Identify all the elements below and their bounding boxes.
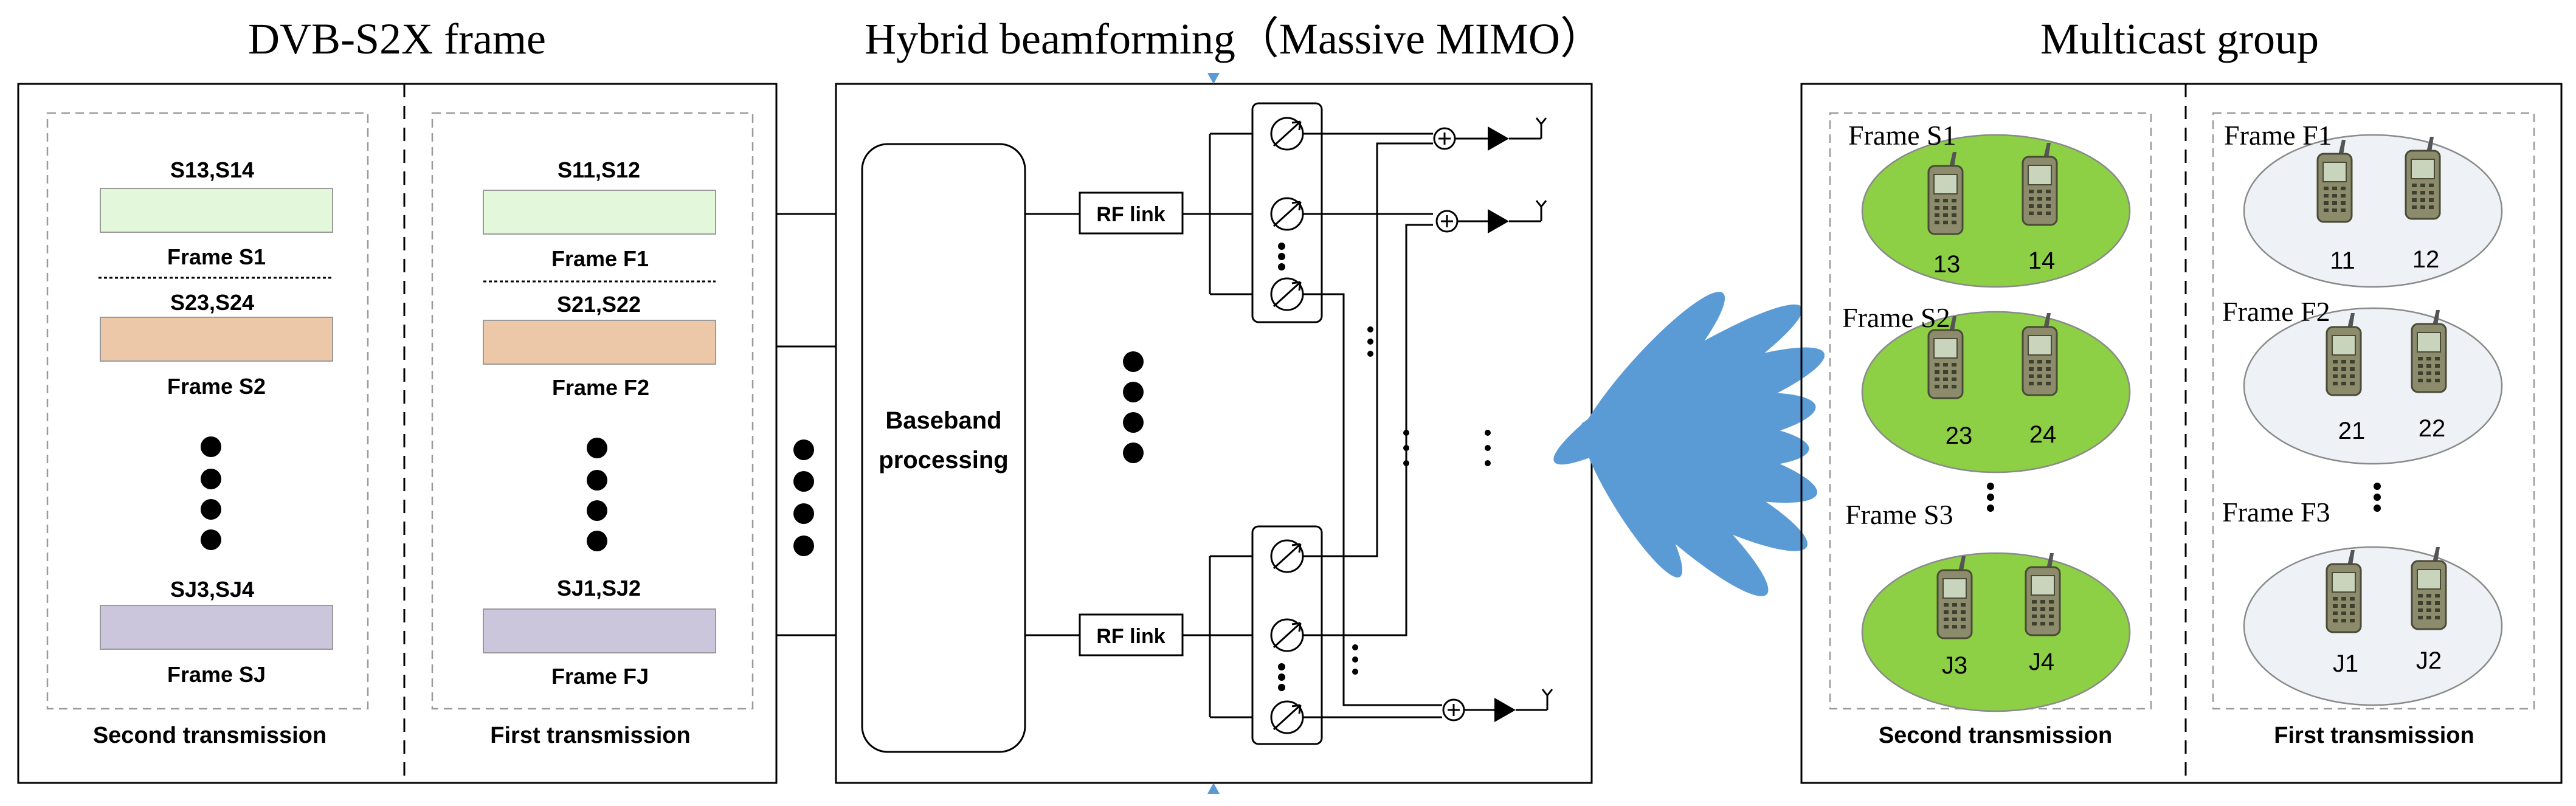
antenna-icon bbox=[1535, 117, 1547, 140]
dvb-frame-panel: S13,S14 Frame S1 S23,S24 Frame S2 SJ3,SJ… bbox=[17, 83, 778, 784]
user-id: J3 bbox=[1942, 652, 1967, 679]
transmission-caption: First transmission bbox=[490, 723, 690, 748]
multicast-group-ellipse bbox=[1861, 552, 2131, 712]
transmission-caption: First transmission bbox=[2274, 723, 2474, 748]
amplifier-icon bbox=[1494, 698, 1516, 722]
user-id: J4 bbox=[2029, 649, 2054, 675]
group-frame-label: Frame S2 bbox=[1842, 302, 1950, 333]
frame-bar bbox=[100, 317, 333, 362]
dvb-second-transmission: S13,S14 Frame S1 S23,S24 Frame S2 SJ3,SJ… bbox=[93, 157, 333, 748]
phase-shifter-icon bbox=[1270, 277, 1304, 311]
rf-link-block bbox=[1079, 191, 1184, 235]
user-id: 21 bbox=[2338, 418, 2366, 444]
multicast-panel: Frame S1 13 14 Frame S2 23 24 Frame S3 J… bbox=[1800, 83, 2563, 784]
dvb-frame-title: DVB-S2X frame bbox=[248, 15, 546, 63]
antenna-icon bbox=[1541, 688, 1553, 711]
user-id: J2 bbox=[2416, 647, 2442, 674]
group-frame-label: Frame F2 bbox=[2222, 296, 2330, 327]
phase-shifter-icon bbox=[1270, 117, 1304, 151]
baseband-label-line1: Baseband bbox=[885, 407, 1001, 434]
frame-bar bbox=[100, 605, 333, 650]
adder-icon bbox=[1435, 210, 1459, 233]
frame-feed-lines bbox=[776, 213, 836, 636]
user-id: 24 bbox=[2029, 421, 2057, 448]
frame-bar bbox=[100, 188, 333, 233]
adder-icon bbox=[1442, 698, 1465, 722]
frame-label: Frame SJ bbox=[167, 662, 266, 687]
beamforming-panel: Baseband processing RF link RF link bbox=[835, 73, 1593, 794]
ellipsis-dots bbox=[1352, 326, 1491, 675]
phase-shifter-icon bbox=[1270, 618, 1304, 652]
rf-link-label: RF link bbox=[1096, 203, 1165, 226]
adder-icon bbox=[1433, 127, 1456, 150]
ellipsis-dots bbox=[201, 436, 221, 550]
marker-triangle bbox=[1207, 783, 1220, 794]
multicast-group-ellipse bbox=[2243, 307, 2503, 465]
ellipsis-dots bbox=[793, 439, 814, 556]
multicast-group-ellipse bbox=[2243, 546, 2503, 706]
rf-link-block bbox=[1079, 613, 1184, 656]
multicast-group-ellipse bbox=[1861, 311, 2131, 474]
frame-bar bbox=[483, 608, 716, 653]
bar-label: S13,S14 bbox=[170, 157, 254, 182]
routing-lines bbox=[1303, 133, 1442, 718]
frame-label: Frame F1 bbox=[551, 246, 649, 271]
user-id: 13 bbox=[1933, 251, 1961, 278]
dvb-first-transmission: S11,S12 Frame F1 S21,S22 Frame F2 SJ1,SJ… bbox=[483, 157, 716, 748]
frame-label: Frame S2 bbox=[167, 374, 266, 399]
user-id: 22 bbox=[2419, 415, 2446, 442]
user-id: 14 bbox=[2028, 247, 2056, 274]
group-frame-label: Frame S3 bbox=[1845, 499, 1953, 530]
group-frame-label: Frame F3 bbox=[2222, 497, 2330, 528]
user-id: 11 bbox=[2330, 247, 2355, 274]
antenna-icon bbox=[1535, 199, 1547, 222]
bar-label: S11,S12 bbox=[558, 157, 640, 182]
ellipsis-dots bbox=[587, 438, 607, 551]
multicast-first-transmission: Frame F1 11 12 Frame F2 21 22 Frame F3 J… bbox=[2222, 120, 2503, 748]
baseband-label-line2: processing bbox=[879, 447, 1008, 474]
bar-label: S23,S24 bbox=[170, 290, 254, 315]
ellipsis-dots bbox=[1123, 351, 1144, 463]
bar-label: S21,S22 bbox=[557, 292, 641, 317]
rf-link-label: RF link bbox=[1096, 625, 1165, 648]
multicast-group-ellipse bbox=[2243, 134, 2503, 288]
group-frame-label: Frame S1 bbox=[1848, 120, 1956, 151]
frame-bar bbox=[483, 190, 716, 235]
ellipsis-dots bbox=[1278, 663, 1285, 691]
user-id: 12 bbox=[2412, 246, 2440, 273]
amplifier-icon bbox=[1488, 126, 1509, 151]
frame-label: Frame F2 bbox=[552, 375, 649, 400]
beam-pattern-icon bbox=[1553, 292, 1825, 596]
hybrid-beamforming-title: Hybrid beamforming（Massive MIMO） bbox=[865, 15, 1604, 63]
frame-label: Frame FJ bbox=[551, 664, 649, 689]
phase-shifter-icon bbox=[1270, 197, 1304, 231]
group-frame-label: Frame F1 bbox=[2224, 120, 2332, 151]
marker-triangle bbox=[1207, 73, 1220, 84]
amplifier-icon bbox=[1488, 209, 1509, 233]
phase-shifter-icon bbox=[1270, 539, 1304, 573]
ellipsis-dots bbox=[1987, 483, 1994, 512]
bar-label: SJ1,SJ2 bbox=[557, 576, 641, 601]
frame-label: Frame S1 bbox=[167, 244, 266, 269]
multicast-group-ellipse bbox=[1861, 134, 2131, 288]
transmission-caption: Second transmission bbox=[93, 723, 326, 748]
phase-shifter-icon bbox=[1270, 700, 1304, 734]
ellipsis-dots bbox=[2374, 483, 2381, 512]
multicast-group-title: Multicast group bbox=[2040, 15, 2319, 63]
user-id: 23 bbox=[1946, 422, 1973, 449]
bar-label: SJ3,SJ4 bbox=[170, 577, 254, 602]
amplifier-lines bbox=[1455, 137, 1547, 711]
baseband-processing-block bbox=[861, 143, 1026, 753]
ellipsis-dots bbox=[1278, 243, 1285, 270]
transmission-caption: Second transmission bbox=[1879, 723, 2112, 748]
multicast-second-transmission: Frame S1 13 14 Frame S2 23 24 Frame S3 J… bbox=[1842, 120, 2131, 748]
frame-bar bbox=[483, 320, 716, 365]
user-id: J1 bbox=[2333, 650, 2358, 677]
